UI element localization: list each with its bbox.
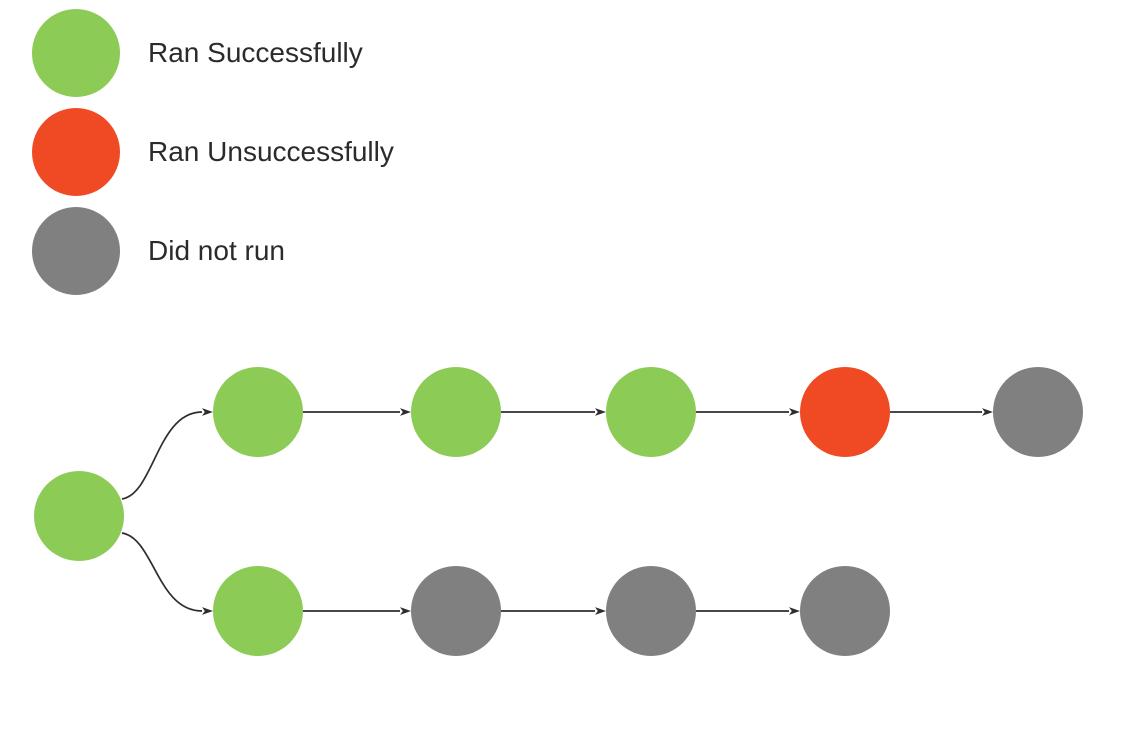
- legend-item: Ran Successfully: [32, 9, 394, 97]
- graph-node-top-4: [800, 367, 890, 457]
- status-circle-success-icon: [32, 9, 120, 97]
- legend-item: Did not run: [32, 207, 394, 295]
- graph-node-bottom-3: [606, 566, 696, 656]
- graph-node-top-5: [993, 367, 1083, 457]
- status-circle-failure-icon: [32, 108, 120, 196]
- graph-node-top-2: [411, 367, 501, 457]
- legend-label: Ran Unsuccessfully: [148, 136, 394, 167]
- legend-label: Did not run: [148, 235, 285, 266]
- edge-root-to-bottom-1: [121, 532, 213, 615]
- status-circle-did_not_run-icon: [32, 207, 120, 295]
- graph-node-bottom-4: [800, 566, 890, 656]
- legend-label: Ran Successfully: [148, 37, 363, 68]
- graph-node-bottom-2: [411, 566, 501, 656]
- graph-node-bottom-1: [213, 566, 303, 656]
- edge-root-to-top-1: [121, 408, 213, 500]
- legend-item: Ran Unsuccessfully: [32, 108, 394, 196]
- legend: Ran Successfully Ran Unsuccessfully Did …: [32, 9, 394, 306]
- graph-node-top-3: [606, 367, 696, 457]
- graph-node-root: [34, 471, 124, 561]
- graph-node-top-1: [213, 367, 303, 457]
